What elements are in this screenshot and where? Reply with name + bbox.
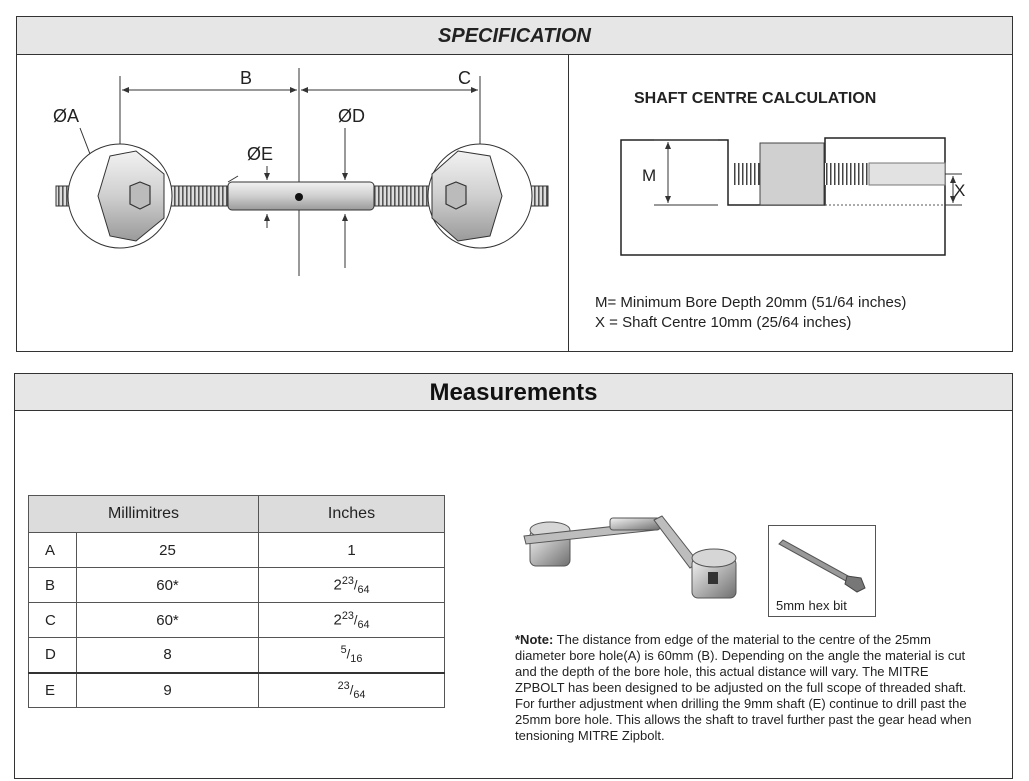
bolt-dimension-diagram: B C ØA ØE ØD bbox=[53, 68, 549, 276]
row-inches: 223/64 bbox=[258, 602, 445, 638]
row-mm: 60* bbox=[76, 602, 259, 638]
table-row: E 9 23/64 bbox=[28, 671, 445, 708]
right-gear-head bbox=[431, 150, 503, 242]
table-header-row: Millimitres Inches bbox=[28, 495, 445, 533]
measurements-title: Measurements bbox=[15, 374, 1012, 411]
dim-label-b: B bbox=[240, 68, 252, 88]
row-mm: 8 bbox=[76, 637, 259, 673]
row-inches: 223/64 bbox=[258, 567, 445, 603]
measurement-note: *Note: The distance from edge of the mat… bbox=[515, 632, 975, 744]
m-label: M bbox=[642, 166, 656, 185]
x-label: X bbox=[954, 181, 965, 200]
table-row: D 8 5/16 bbox=[28, 637, 445, 673]
shaft-centre-diagram: M X bbox=[620, 137, 965, 256]
row-inches: 1 bbox=[258, 532, 445, 568]
row-label: E bbox=[28, 671, 77, 708]
row-mm: 25 bbox=[76, 532, 259, 568]
table-row: C 60* 223/64 bbox=[28, 602, 445, 638]
column-header-inches: Inches bbox=[258, 495, 445, 533]
dim-label-a: ØA bbox=[53, 106, 79, 126]
legend-m: M= Minimum Bore Depth 20mm (51/64 inches… bbox=[595, 294, 907, 311]
dim-label-c: C bbox=[458, 68, 471, 88]
row-inches: 23/64 bbox=[258, 671, 445, 708]
row-label: D bbox=[28, 637, 77, 673]
legend-x: X = Shaft Centre 10mm (25/64 inches) bbox=[595, 314, 852, 331]
hex-bit-caption: 5mm hex bit bbox=[776, 598, 847, 613]
row-mm: 60* bbox=[76, 567, 259, 603]
row-mm: 9 bbox=[76, 671, 259, 708]
specification-title: SPECIFICATION bbox=[17, 17, 1012, 55]
hex-bit-box bbox=[768, 525, 876, 617]
note-text: The distance from edge of the material t… bbox=[515, 632, 972, 743]
zipbolt-product-image bbox=[523, 515, 737, 599]
hex-bit-icon bbox=[778, 539, 866, 593]
measurements-table: Millimitres Inches A 25 1 B 60* 223/64 C… bbox=[28, 495, 445, 708]
panel-divider bbox=[568, 55, 569, 351]
row-label: C bbox=[28, 602, 77, 638]
shaft-centre-title: SHAFT CENTRE CALCULATION bbox=[634, 90, 877, 107]
table-row: A 25 1 bbox=[28, 532, 445, 568]
row-label: B bbox=[28, 567, 77, 603]
dim-label-e: ØE bbox=[247, 144, 273, 164]
note-prefix: *Note: bbox=[515, 632, 554, 647]
table-row: B 60* 223/64 bbox=[28, 567, 445, 603]
column-header-mm: Millimitres bbox=[28, 495, 259, 533]
row-inches: 5/16 bbox=[258, 637, 445, 673]
row-label: A bbox=[28, 532, 77, 568]
shaft-block bbox=[759, 142, 825, 206]
dim-label-d: ØD bbox=[338, 106, 365, 126]
